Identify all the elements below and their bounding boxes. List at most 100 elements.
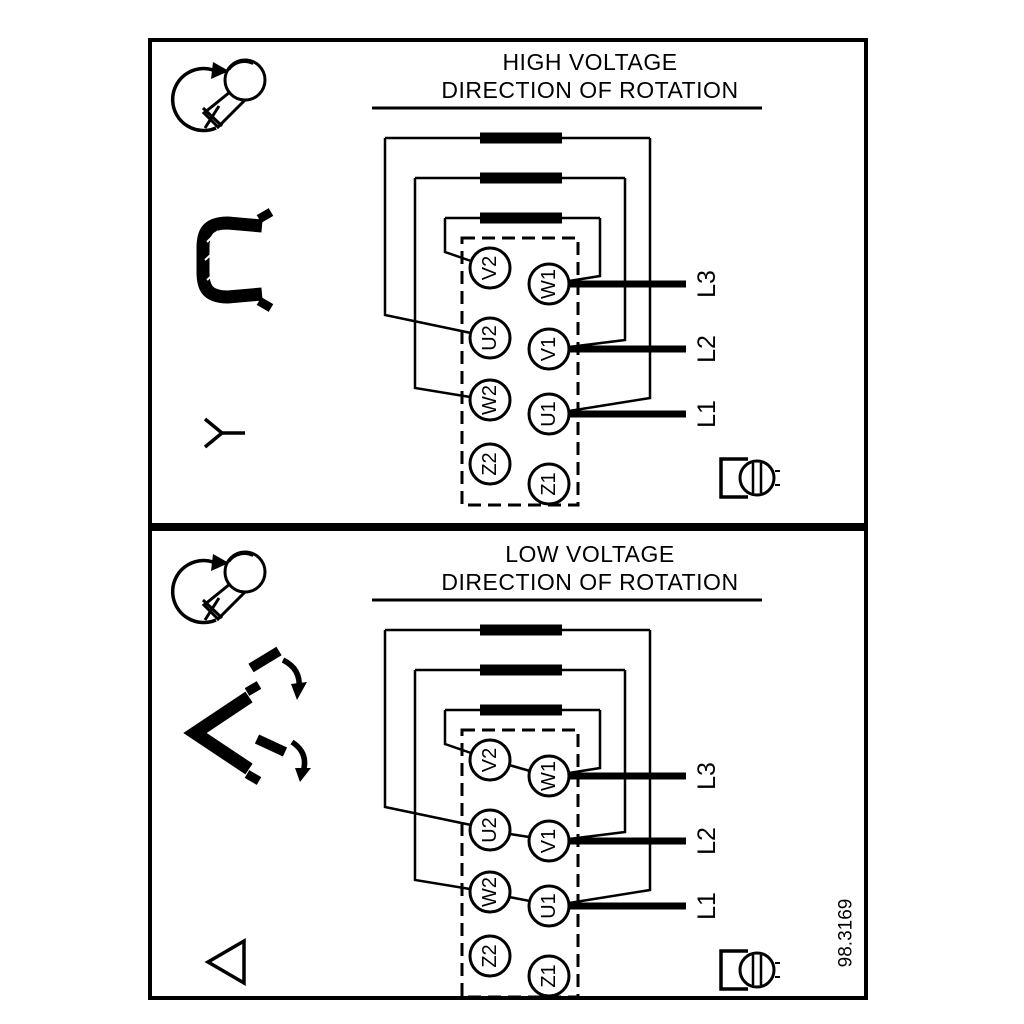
supply-label-l2: L2 (693, 335, 721, 363)
move-arrow-right (290, 739, 308, 773)
panel-frame (148, 38, 868, 527)
panel-title-line1: LOW VOLTAGE (505, 541, 675, 567)
loose-jumper-top (248, 646, 282, 673)
terminal-low-v1: V1 (527, 819, 571, 863)
terminal-label: V1 (538, 337, 560, 361)
supply-label-l1: L1 (693, 400, 721, 428)
screw-head-detail (228, 553, 254, 563)
fastener-ticks (775, 962, 780, 978)
clip-bracket (719, 949, 748, 991)
terminal-label: V2 (479, 256, 501, 280)
jumper-end-flares (244, 681, 262, 785)
delta-connection-icon (204, 937, 246, 987)
terminal-high-u2: U2 (468, 316, 512, 360)
terminal-high-z1: Z1 (527, 462, 571, 506)
phillips-cross-icon (201, 105, 224, 129)
terminal-high-v1: V1 (527, 327, 571, 371)
terminal-high-w2: W2 (468, 378, 512, 422)
terminal-label: U1 (538, 401, 560, 427)
drawing-number: 98.3169 (836, 899, 857, 968)
jumper-hatching (204, 230, 220, 281)
terminal-label: Z2 (479, 452, 501, 475)
star-connection-icon (203, 417, 245, 449)
jumper-icon (196, 208, 274, 312)
rotation-arrowhead (211, 62, 229, 79)
terminal-block: V2 U2 W2 Z2 W1 V1 (460, 236, 580, 507)
jumper-bar (480, 172, 562, 184)
fastener-head (738, 459, 776, 497)
panel-title-line2: DIRECTION OF ROTATION (441, 77, 738, 103)
rotation-arrow (170, 66, 217, 133)
wire-left-1 (383, 630, 472, 827)
rotation-arrowhead (211, 554, 229, 571)
loose-jumper-right (254, 734, 288, 757)
jumper-bars (480, 132, 562, 224)
screw-head (223, 550, 267, 594)
wire-right-1 (568, 138, 652, 413)
wire-right-3 (568, 710, 602, 775)
wire-right-2 (568, 178, 627, 349)
terminal-low-z1: Z1 (527, 954, 571, 998)
fastener-head (738, 951, 776, 989)
panel-title-line2: DIRECTION OF ROTATION (441, 569, 738, 595)
screw-fastener-icon (719, 949, 780, 991)
terminal-label: W1 (538, 269, 560, 299)
screw-fastener-icon (719, 457, 780, 499)
screw-head (223, 58, 267, 102)
supply-lines: L3 L2 L1 (569, 762, 721, 920)
wiring-group (383, 628, 652, 905)
wire-right-1 (568, 630, 652, 905)
terminal-low-w2: W2 (468, 870, 512, 914)
terminal-low-u2: U2 (468, 808, 512, 852)
rotation-arrow (170, 558, 217, 625)
terminal-label: V2 (479, 748, 501, 772)
jumper-reposition-icon (183, 646, 311, 785)
terminal-label: Z1 (538, 472, 560, 495)
screw-rotation-icon (170, 550, 267, 625)
jumper-bars (480, 624, 562, 716)
terminal-high-u1: U1 (527, 392, 571, 436)
supply-label-l3: L3 (693, 762, 721, 790)
wire-right-2 (568, 670, 627, 841)
fastener-slot (751, 463, 763, 493)
supply-label-l3: L3 (693, 270, 721, 298)
jumper-bar (480, 664, 562, 676)
panel-title-line1: HIGH VOLTAGE (502, 49, 677, 75)
screw-head-detail (228, 61, 254, 71)
terminal-low-w1: W1 (527, 754, 571, 798)
jumper-bar (480, 132, 562, 144)
move-arrow-right-head (295, 768, 311, 782)
panel-high-voltage: HIGH VOLTAGE DIRECTION OF ROTATION L3 (148, 38, 868, 527)
terminal-high-z2: Z2 (468, 442, 512, 486)
terminal-label: U1 (538, 893, 560, 919)
move-arrow-top-head (291, 682, 307, 700)
jumper-bar (480, 212, 562, 224)
supply-label-l1: L1 (693, 892, 721, 920)
supply-lines: L3 L2 L1 (569, 270, 721, 428)
wire-left-1 (383, 138, 472, 335)
terminal-label: W1 (538, 761, 560, 791)
terminal-high-w1: W1 (527, 262, 571, 306)
terminal-block-outline (460, 236, 580, 507)
terminal-low-z2: Z2 (468, 934, 512, 978)
wire-left-2 (413, 178, 471, 399)
jumper-bar (480, 624, 562, 636)
wire-right-3 (568, 218, 602, 283)
terminal-label: U2 (479, 325, 501, 351)
screw-rotation-icon (170, 58, 267, 133)
wire-left-2 (413, 670, 471, 891)
terminal-block: V2 U2 W2 Z2 W1 V1 (460, 728, 580, 999)
terminal-low-v2: V2 (468, 738, 512, 782)
terminal-high-v2: V2 (468, 246, 512, 290)
terminal-label: Z1 (538, 964, 560, 987)
terminal-label: W2 (479, 877, 501, 907)
terminal-label: Z2 (479, 944, 501, 967)
terminal-low-u1: U1 (527, 884, 571, 928)
terminal-label: W2 (479, 385, 501, 415)
terminal-block-outline (460, 728, 580, 999)
wiring-group (383, 136, 652, 413)
fastener-ticks (775, 470, 780, 486)
panel-low-voltage: LOW VOLTAGE DIRECTION OF ROTATION (148, 527, 868, 1000)
delta-jumper-wire-3 (508, 895, 531, 903)
